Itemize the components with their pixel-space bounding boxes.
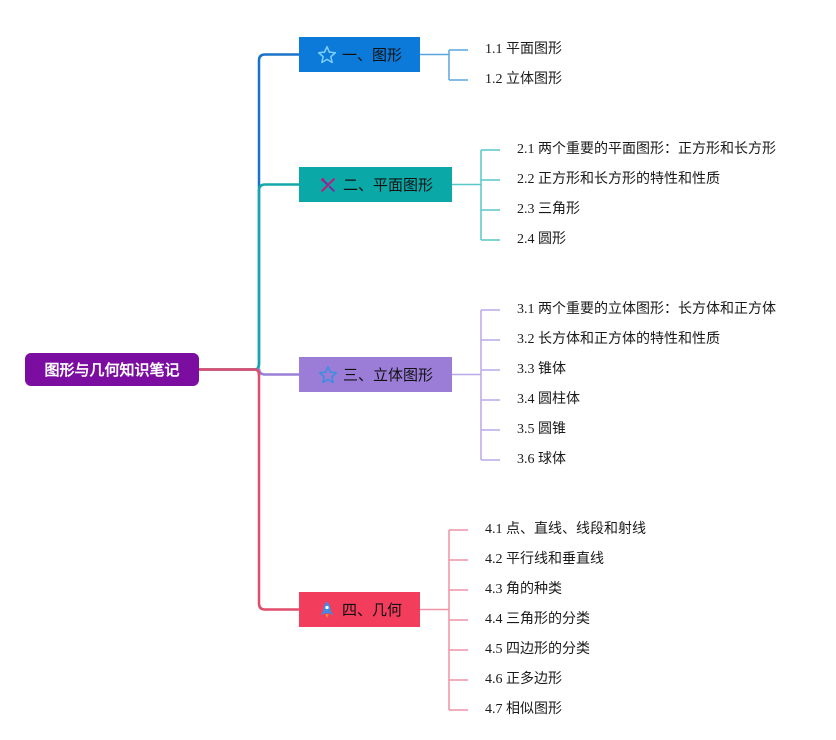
leaf-node[interactable]: 4.6 正多边形 bbox=[485, 672, 562, 687]
root-node[interactable]: 图形与几何知识笔记 bbox=[25, 353, 199, 386]
leaf-node[interactable]: 4.4 三角形的分类 bbox=[485, 612, 590, 627]
leaf-node[interactable]: 2.1 两个重要的平面图形：正方形和长方形 bbox=[517, 142, 776, 157]
rocket-icon bbox=[317, 600, 337, 620]
branch-label: 一、图形 bbox=[341, 46, 402, 64]
leaf-node[interactable]: 1.2 立体图形 bbox=[485, 72, 562, 87]
branch-node[interactable]: 三、立体图形 bbox=[299, 357, 452, 392]
leaf-node[interactable]: 4.7 相似图形 bbox=[485, 702, 562, 717]
branch-connector bbox=[199, 53, 299, 371]
leaf-node[interactable]: 4.3 角的种类 bbox=[485, 582, 562, 597]
root-label: 图形与几何知识笔记 bbox=[44, 361, 180, 379]
branch-connector bbox=[199, 368, 299, 611]
tools-icon bbox=[318, 175, 338, 195]
leaf-node[interactable]: 3.6 球体 bbox=[517, 452, 566, 467]
leaf-node[interactable]: 2.4 圆形 bbox=[517, 232, 566, 247]
leaf-node[interactable]: 2.3 三角形 bbox=[517, 202, 580, 217]
leaf-node[interactable]: 4.5 四边形的分类 bbox=[485, 642, 590, 657]
leaf-node[interactable]: 3.2 长方体和正方体的特性和性质 bbox=[517, 332, 720, 347]
leaf-node[interactable]: 3.4 圆柱体 bbox=[517, 392, 580, 407]
leaf-node[interactable]: 2.2 正方形和长方形的特性和性质 bbox=[517, 172, 720, 187]
star-outline-icon bbox=[318, 365, 338, 385]
branch-node[interactable]: 四、几何 bbox=[299, 592, 420, 627]
branch-label: 三、立体图形 bbox=[342, 366, 433, 384]
leaf-node[interactable]: 3.1 两个重要的立体图形：长方体和正方体 bbox=[517, 302, 776, 317]
branch-label: 四、几何 bbox=[341, 601, 402, 619]
leaf-node[interactable]: 1.1 平面图形 bbox=[485, 42, 562, 57]
star-outline-icon bbox=[317, 45, 337, 65]
leaf-node[interactable]: 3.3 锥体 bbox=[517, 362, 566, 377]
leaf-node[interactable]: 4.2 平行线和垂直线 bbox=[485, 552, 604, 567]
branch-label: 二、平面图形 bbox=[342, 176, 433, 194]
leaf-node[interactable]: 3.5 圆锥 bbox=[517, 422, 566, 437]
branch-node[interactable]: 二、平面图形 bbox=[299, 167, 452, 202]
leaf-node[interactable]: 4.1 点、直线、线段和射线 bbox=[485, 522, 646, 537]
branch-node[interactable]: 一、图形 bbox=[299, 37, 420, 72]
branch-connector bbox=[199, 183, 299, 371]
